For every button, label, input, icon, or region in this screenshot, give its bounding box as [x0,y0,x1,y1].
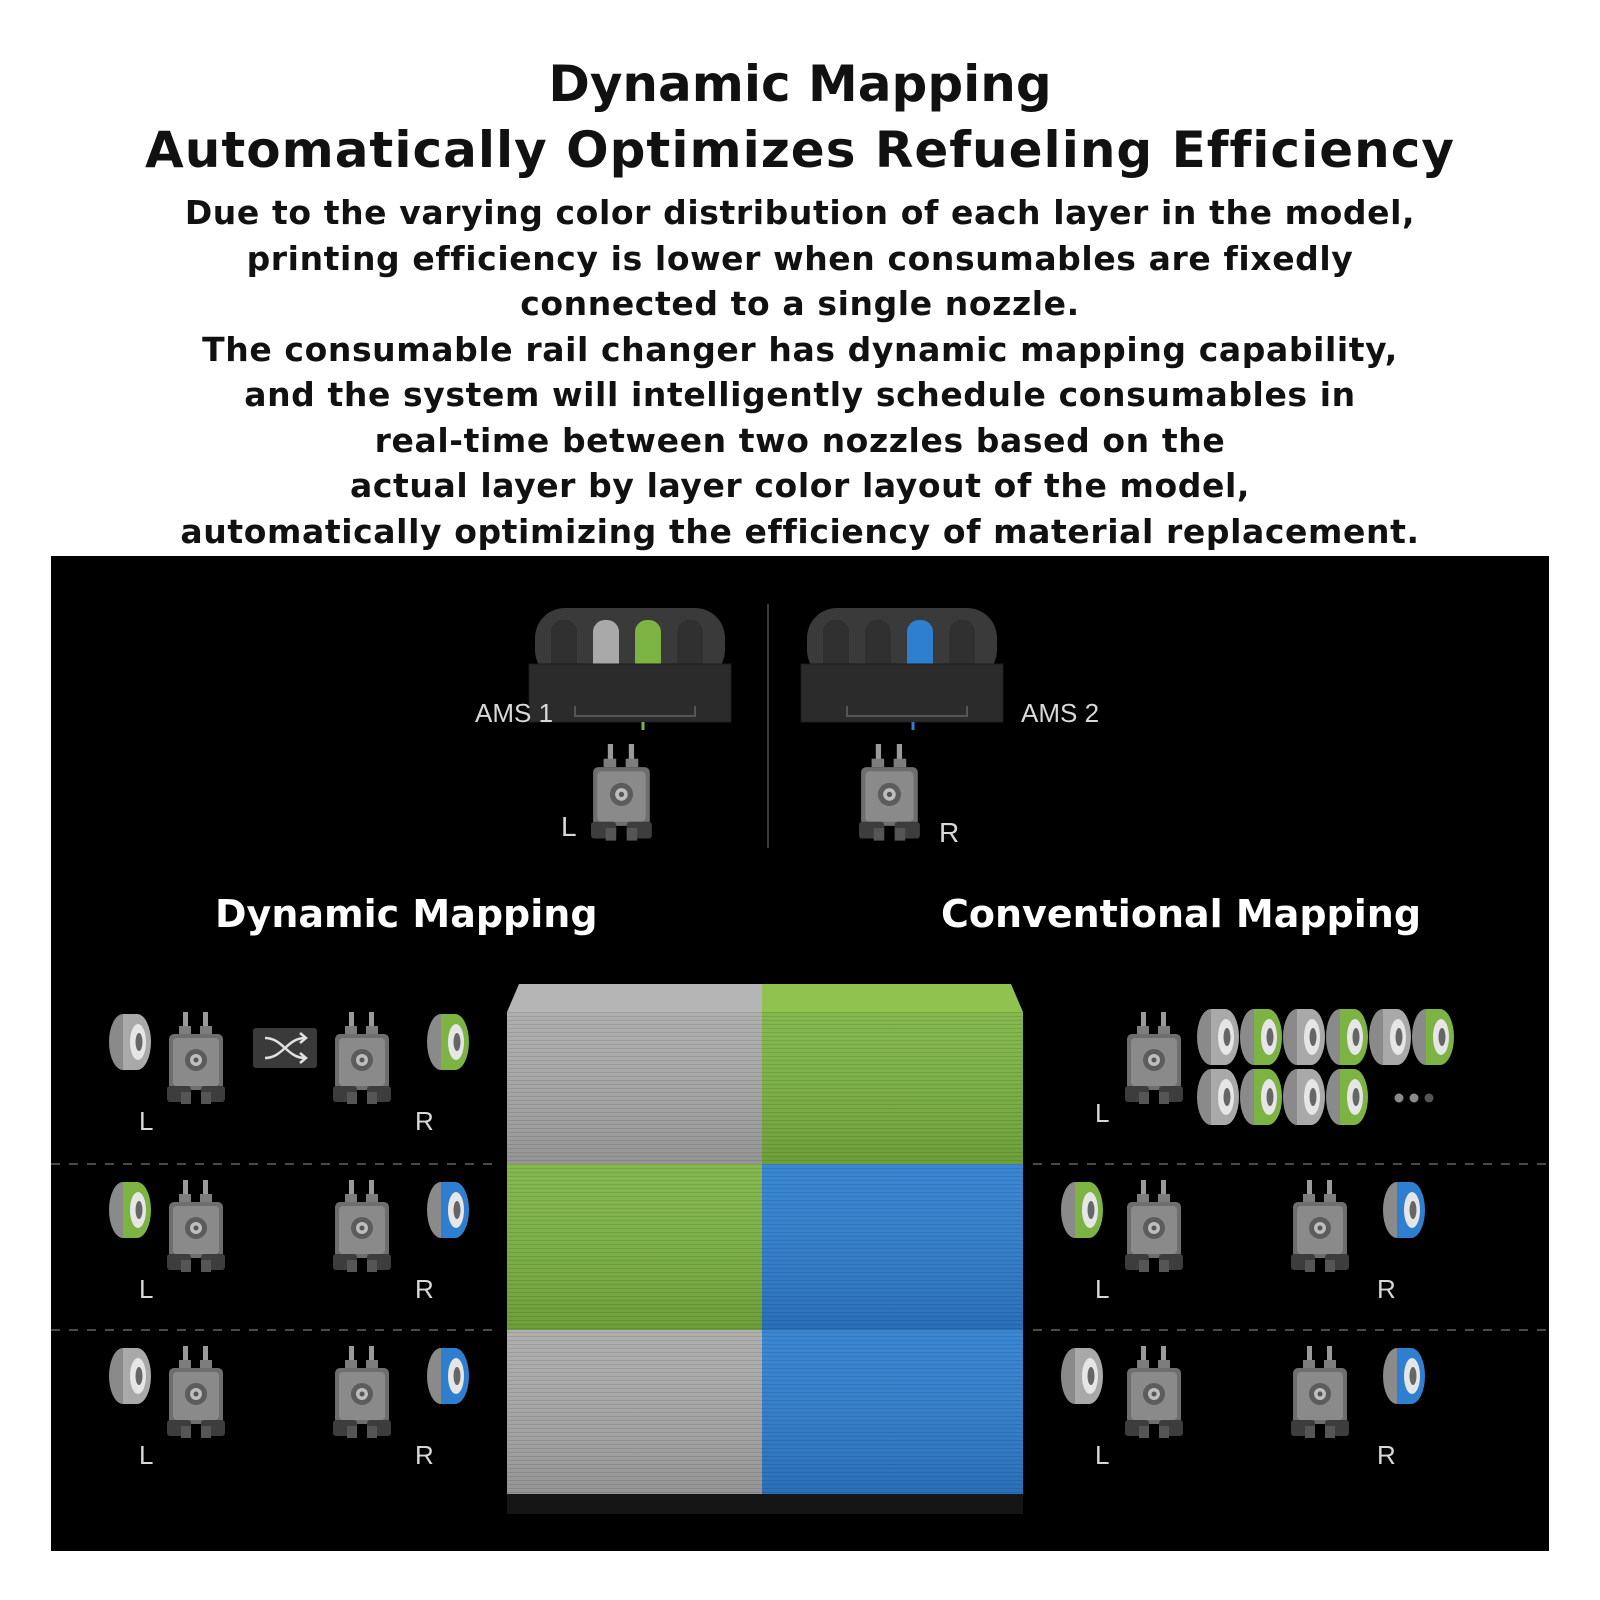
dynamic-mapping-title: Dynamic Mapping [215,892,598,936]
ellipsis-icon [1394,1093,1434,1103]
filament-spool-icon [1240,1009,1282,1065]
filament-spool-icon [1326,1069,1368,1125]
description-line: printing efficiency is lower when consum… [246,238,1354,278]
extruder-nozzle-icon [167,1012,225,1104]
page-subtitle: Automatically Optimizes Refueling Effici… [145,121,1455,179]
filament-spool-icon [427,1348,469,1404]
cube-shading [762,1164,1023,1330]
filament-spool-icon [109,1348,151,1404]
ams2-label: AMS 2 [1021,698,1099,728]
description-line: automatically optimizing the efficiency … [180,511,1420,551]
extruder-nozzle-icon [859,744,920,841]
filament-spool-icon [1061,1348,1103,1404]
description-line: The consumable rail changer has dynamic … [202,329,1398,369]
cube-shading [507,1164,762,1330]
nozzle-label-right: R [939,817,959,848]
nozzle-label-left: L [1095,1098,1109,1128]
description-line: real-time between two nozzles based on t… [374,420,1226,460]
nozzle-label-left: L [561,811,577,842]
extruder-nozzle-icon [333,1346,391,1438]
cube-shading [762,1012,1023,1164]
nozzle-label-left: L [1095,1440,1109,1470]
extruder-nozzle-icon [167,1346,225,1438]
filament-spool-icon [1061,1182,1103,1238]
extruder-nozzle-icon [333,1012,391,1104]
description-line: connected to a single nozzle. [520,284,1080,323]
filament-spool-icon [427,1014,469,1070]
cube-shading [507,1330,762,1494]
extruder-nozzle-icon [1125,1012,1183,1104]
filament-spool-icon [1283,1009,1325,1065]
nozzle-label-right: R [415,1106,434,1136]
extruder-nozzle-icon [591,744,652,841]
filament-spool-icon [427,1182,469,1238]
page-title: Dynamic Mapping [548,55,1052,113]
description-line: Due to the varying color distribution of… [184,193,1416,232]
cube-top-green [762,984,1023,1012]
divider [767,604,769,848]
filament-spool-icon [109,1182,151,1238]
mapping-diagram: L R L R L R L R L L R L R AMS 1 AMS 2 [51,604,1549,1514]
ams-unit-icon [528,608,732,723]
conventional-mapping-title: Conventional Mapping [941,892,1422,936]
filament-spool-icon [1369,1009,1411,1065]
cube-top-gray [507,984,762,1012]
extruder-nozzle-icon [1291,1180,1349,1272]
filament-spool-icon [1197,1069,1239,1125]
nozzle-label-left: L [139,1106,153,1136]
filament-spool-icon [1412,1009,1454,1065]
nozzle-label-right: R [415,1440,434,1470]
filament-spool-icon [1326,1009,1368,1065]
filament-spool-icon [1283,1069,1325,1125]
filament-spool-icon [1197,1009,1239,1065]
extruder-nozzle-icon [1125,1180,1183,1272]
nozzle-label-right: R [415,1274,434,1304]
extruder-nozzle-icon [333,1180,391,1272]
extruder-nozzle-icon [167,1180,225,1272]
mapping-diagram-panel: L R L R L R L R L L R L R AMS 1 AMS 2 Dynamic Mappin… [51,556,1549,1551]
ams1-label: AMS 1 [475,698,553,728]
nozzle-label-left: L [1095,1274,1109,1304]
nozzle-label-left: L [139,1440,153,1470]
filament-spool-icon [1383,1348,1425,1404]
filament-spool-icon [1383,1182,1425,1238]
description: Due to the varying color distribution of… [0,190,1600,554]
description-line: and the system will intelligently schedu… [244,375,1356,414]
ams-unit-icon [800,608,1004,723]
nozzle-label-left: L [139,1274,153,1304]
description-line: actual layer by layer color layout of th… [349,466,1251,505]
nozzle-label-right: R [1377,1440,1396,1470]
filament-spool-icon [1240,1069,1282,1125]
filament-spool-icon [109,1014,151,1070]
cube-shading [762,1330,1023,1494]
cube-shadow [507,1494,1023,1514]
header: Dynamic Mapping Automatically Optimizes … [0,0,1600,556]
nozzle-label-right: R [1377,1274,1396,1304]
shuffle-icon [253,1028,317,1068]
extruder-nozzle-icon [1291,1346,1349,1438]
extruder-nozzle-icon [1125,1346,1183,1438]
cube-shading [507,1012,762,1164]
